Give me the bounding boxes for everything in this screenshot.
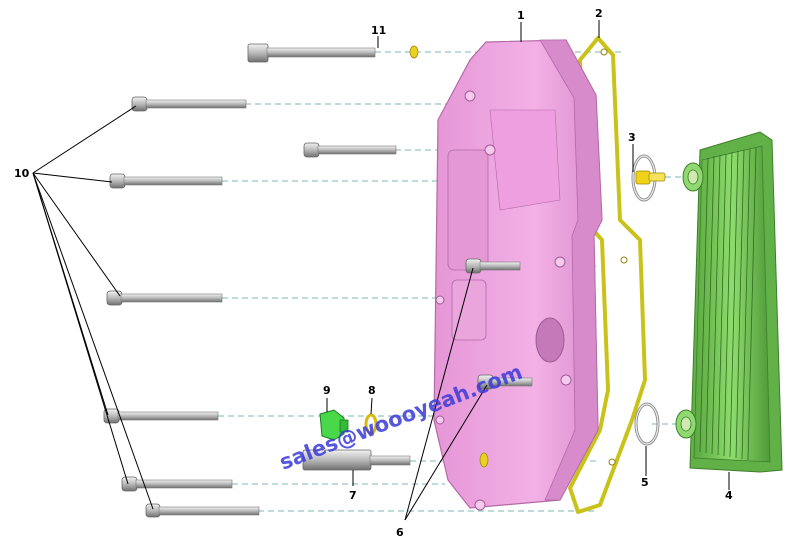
oil-cooler-housing: [433, 39, 603, 511]
bolt-6: [477, 374, 533, 390]
callout-11: 11: [371, 24, 386, 37]
drain-plug: [319, 409, 349, 441]
bolt-7: [103, 408, 219, 424]
hollow-bolt: [635, 170, 666, 185]
callout-9: 9: [323, 384, 331, 397]
o-ring-lower: [634, 402, 660, 446]
bolt-2: [303, 142, 397, 158]
leader-lines: [32, 20, 730, 521]
bolt-3: [109, 173, 223, 189]
callout-10: 10: [14, 167, 30, 180]
callout-7: 7: [349, 489, 357, 502]
callouts: 1 2 3 4 5 6 7 8 9 10 11: [14, 7, 733, 539]
callout-4: 4: [725, 489, 733, 502]
stud: [247, 43, 419, 63]
bolt-8: [121, 476, 233, 492]
bolt-9: [145, 503, 260, 518]
sealing-washer: [364, 413, 378, 435]
callout-3: 3: [628, 131, 636, 144]
bolt-4: [465, 258, 521, 274]
bolt-1: [131, 96, 247, 112]
sensor-plug: [302, 449, 411, 471]
bolt-5: [106, 290, 223, 306]
oil-cooler-core: [675, 131, 783, 473]
callout-8: 8: [368, 384, 376, 397]
callout-5: 5: [641, 476, 649, 489]
callout-6: 6: [396, 526, 404, 539]
callout-2: 2: [595, 7, 603, 20]
callout-1: 1: [517, 9, 525, 22]
long-bolts: [103, 96, 533, 518]
